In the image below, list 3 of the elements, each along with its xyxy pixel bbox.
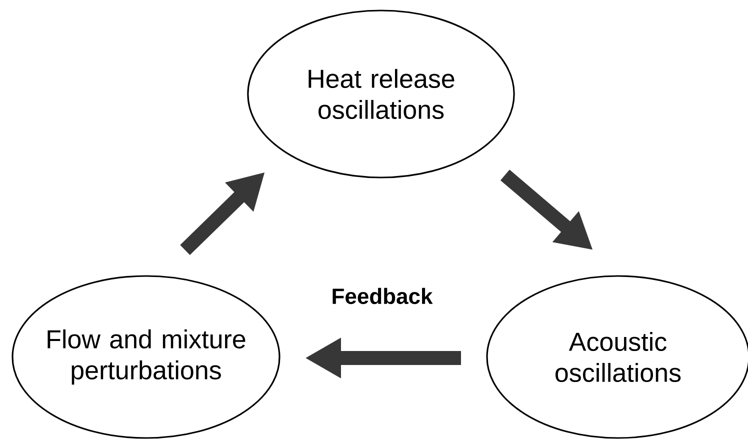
ellipse-node: Heat release oscillations <box>247 10 515 178</box>
edge-label: Feedback <box>332 288 433 304</box>
ellipse-node: Flow and mixture perturbations <box>12 275 280 439</box>
